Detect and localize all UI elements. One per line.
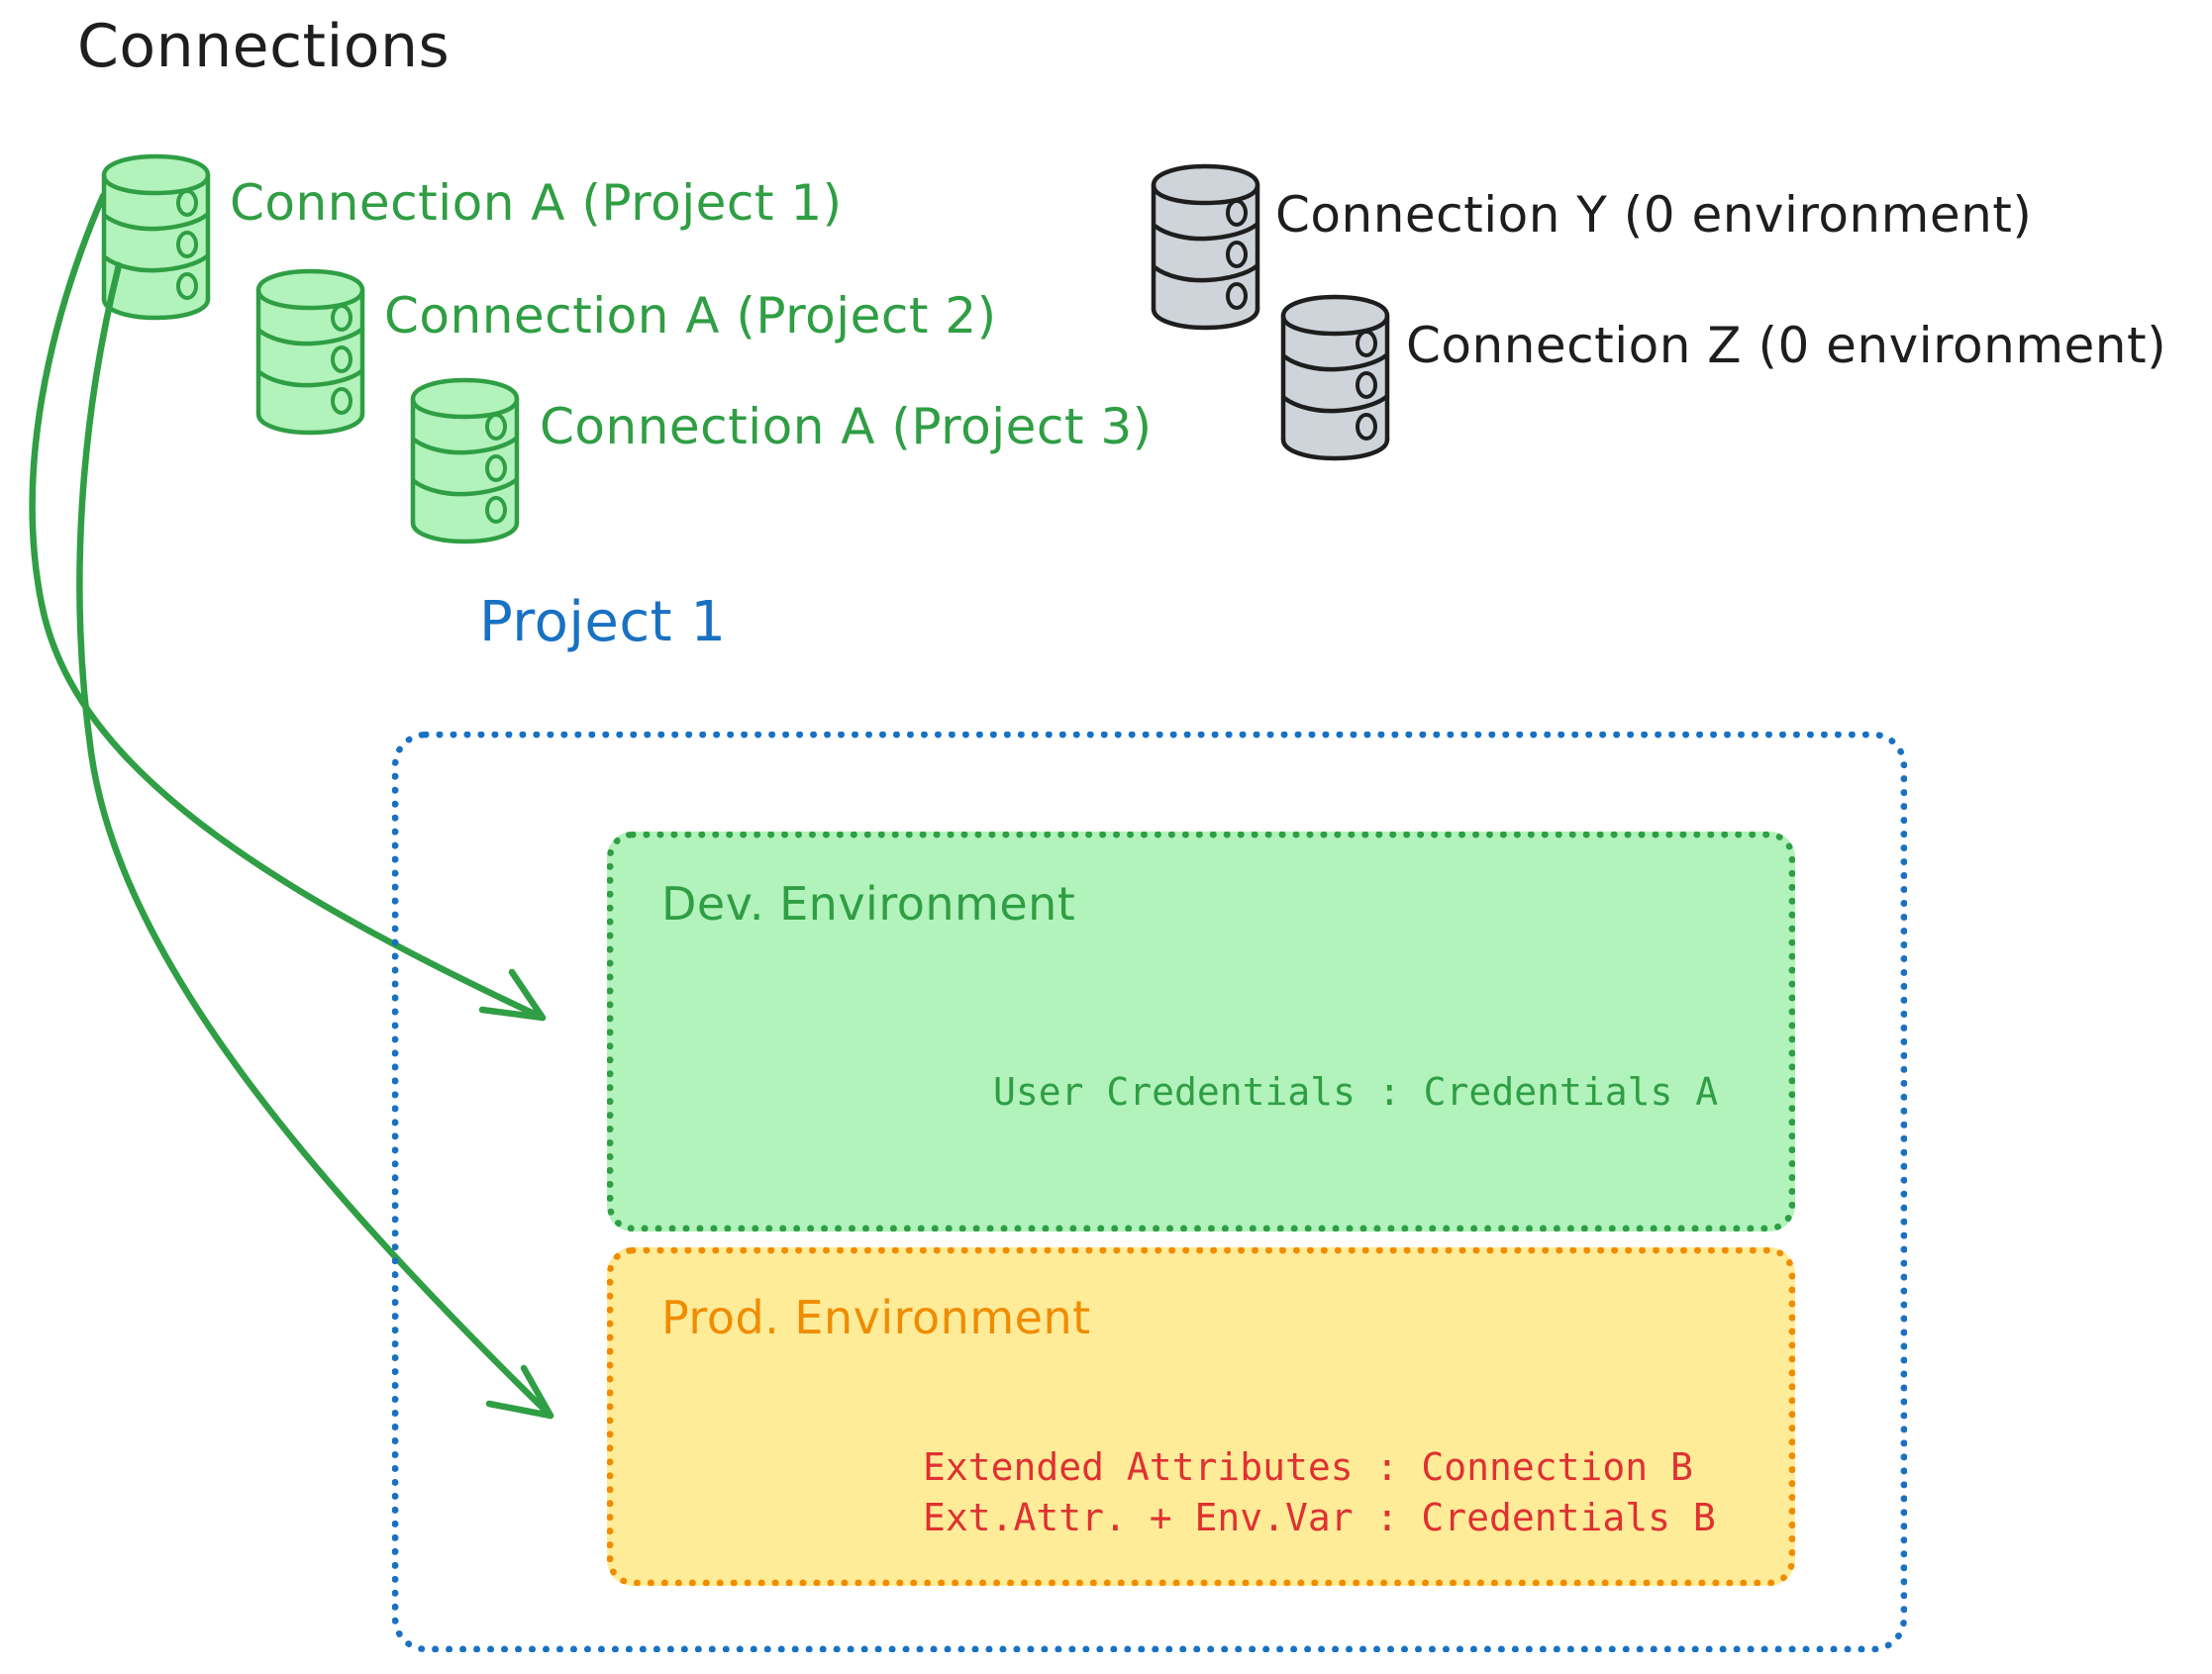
- environment-dev-line-1: User Credentials : Credentials A: [993, 1070, 1719, 1114]
- arrow-connection-a-to-dev: [29, 192, 547, 1022]
- environment-title-dev: Dev. Environment: [661, 877, 1076, 931]
- page-title: Connections: [77, 12, 451, 81]
- database-icon-connection-z[interactable]: [1281, 296, 1388, 460]
- environment-box-dev[interactable]: [607, 832, 1795, 1231]
- database-icon-connection-y[interactable]: [1152, 165, 1258, 330]
- connection-label-a-project-2: Connection A (Project 2): [384, 287, 997, 345]
- environment-title-prod: Prod. Environment: [661, 1291, 1091, 1344]
- project-container: [392, 732, 1907, 1652]
- project-title: Project 1: [479, 590, 727, 654]
- connection-label-a-project-1: Connection A (Project 1): [230, 174, 843, 232]
- environment-prod-line-2: Ext.Attr. + Env.Var : Credentials B: [923, 1496, 1716, 1539]
- connection-label-z: Connection Z (0 environment): [1406, 317, 2167, 374]
- database-icon-connection-a-project-2[interactable]: [256, 270, 363, 435]
- arrow-connection-a-to-prod: [76, 261, 554, 1420]
- connection-label-y: Connection Y (0 environment): [1275, 186, 2033, 244]
- database-icon-connection-a-project-3[interactable]: [411, 379, 518, 543]
- database-icon-connection-a-project-1[interactable]: [102, 155, 209, 320]
- environment-box-prod[interactable]: [607, 1247, 1795, 1586]
- connection-label-a-project-3: Connection A (Project 3): [540, 398, 1153, 455]
- environment-prod-line-1: Extended Attributes : Connection B: [923, 1445, 1693, 1489]
